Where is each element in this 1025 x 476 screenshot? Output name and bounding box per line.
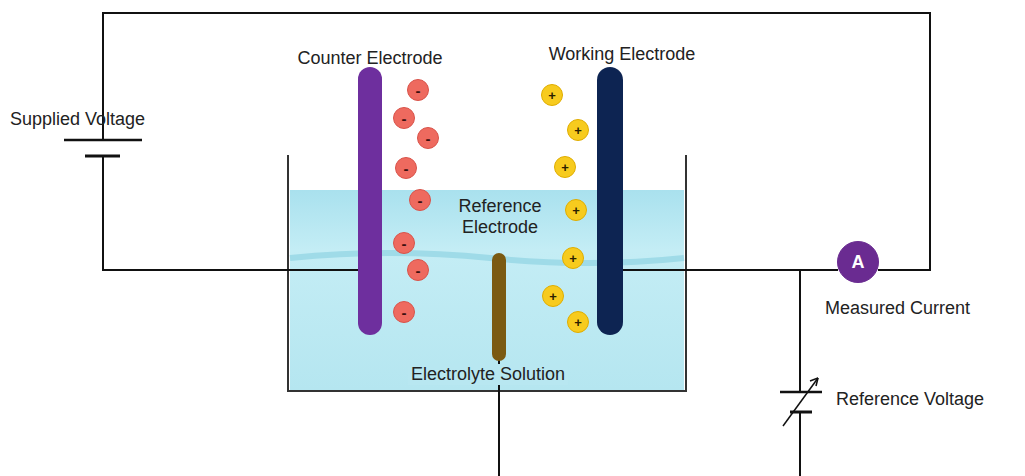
ion-sign: + (549, 290, 557, 303)
reference-electrode (492, 253, 506, 361)
ion-sign: - (402, 236, 407, 251)
anion: - (395, 157, 417, 179)
ammeter: A (837, 241, 879, 283)
ion-sign: A (852, 253, 865, 271)
ion-sign: - (402, 111, 407, 126)
ion-sign: - (404, 161, 409, 176)
anion: - (393, 107, 415, 129)
counter-electrode (358, 67, 382, 335)
electrode-label: Reference Electrode (438, 196, 562, 237)
anion: - (393, 232, 415, 254)
anion: - (417, 127, 439, 149)
ion-sign: + (572, 204, 580, 217)
ion-sign: - (416, 83, 421, 98)
cation: + (554, 156, 576, 178)
wires (103, 13, 930, 476)
ion-sign: - (402, 305, 407, 320)
anion: - (409, 189, 431, 211)
ion-sign: + (574, 124, 582, 137)
ion-sign: + (548, 89, 556, 102)
electrode-label: Working Electrode (549, 44, 696, 65)
source-label: Supplied Voltage (10, 109, 145, 130)
ion-sign: - (426, 131, 431, 146)
working-electrode (597, 67, 623, 335)
electrolyte-fill (290, 190, 684, 390)
cation: + (567, 119, 589, 141)
anion: - (393, 301, 415, 323)
solution-label: Electrolyte Solution (408, 364, 568, 385)
cation: + (541, 84, 563, 106)
cation: + (565, 199, 587, 221)
liquid-surface (290, 253, 684, 263)
cation: + (567, 311, 589, 333)
beaker (288, 155, 686, 391)
source-label: Reference Voltage (836, 389, 984, 410)
ion-sign: + (574, 316, 582, 329)
ion-sign: - (416, 263, 421, 278)
cation: + (542, 285, 564, 307)
anion: - (407, 259, 429, 281)
electrode-label: Counter Electrode (297, 48, 442, 69)
ion-sign: - (418, 193, 423, 208)
ion-sign: + (569, 252, 577, 265)
ion-sign: + (561, 161, 569, 174)
meter-label: Measured Current (825, 298, 970, 319)
battery-symbol (64, 140, 142, 156)
anion: - (407, 79, 429, 101)
variable-source-symbol (780, 378, 822, 426)
cation: + (562, 247, 584, 269)
